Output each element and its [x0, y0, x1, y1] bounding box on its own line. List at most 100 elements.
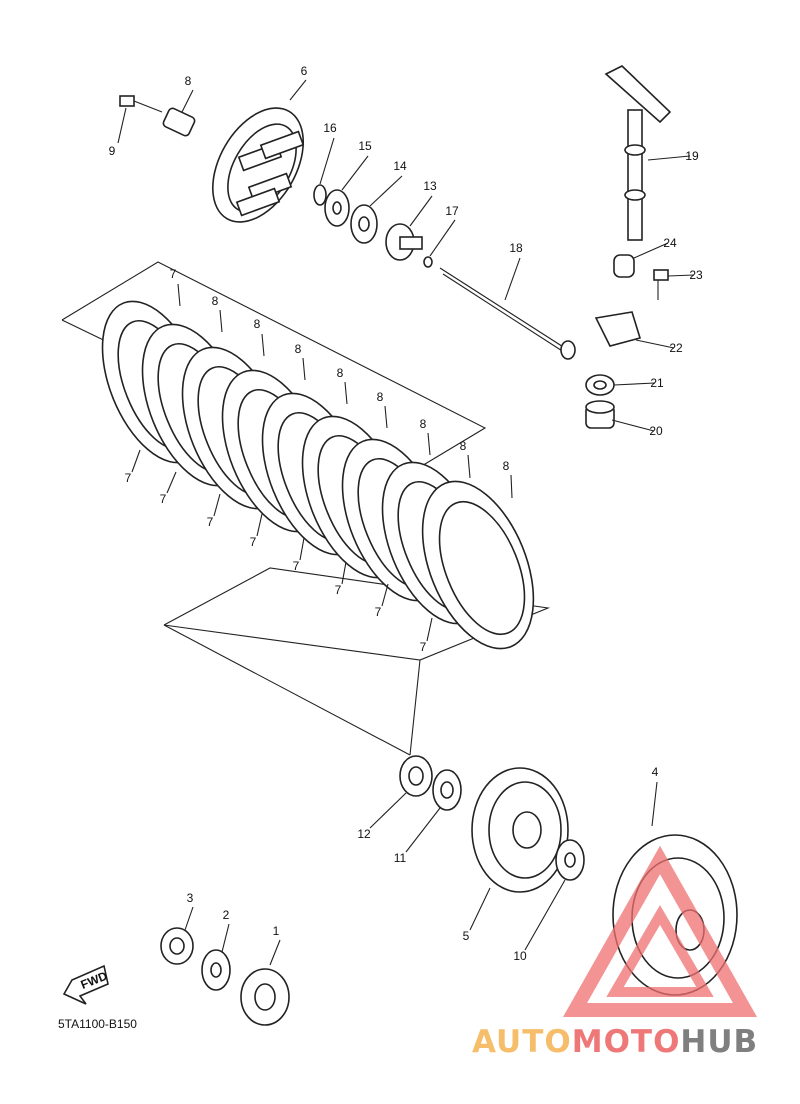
callout-5: 5: [463, 929, 470, 943]
nut-13: [399, 755, 433, 797]
leader-line: [289, 79, 307, 101]
watermark-text: AUTOMOTOHUB: [472, 1024, 758, 1060]
leader-line: [635, 339, 675, 349]
push-rod-14: [385, 223, 433, 268]
callout-7: 7: [335, 583, 342, 597]
leader-line: [302, 357, 306, 381]
leader-line: [319, 137, 335, 185]
plate-23: [594, 311, 642, 347]
spring-9: [162, 107, 196, 137]
leader-line: [427, 432, 431, 456]
push-lever-shaft: [604, 65, 672, 241]
assembly-frame: [61, 261, 551, 756]
bearing-21: [585, 400, 615, 429]
callout-6: 6: [301, 64, 308, 78]
leader-line: [426, 617, 433, 642]
leader-line: [261, 333, 265, 357]
fwd-arrow-icon: FWD: [62, 964, 110, 1005]
callout-labels: 1234567777777778888888889101112131415161…: [109, 64, 703, 963]
clutch-plate-stack: [101, 300, 535, 650]
leader-line: [429, 219, 456, 257]
callout-7: 7: [250, 535, 257, 549]
callout-11: 11: [394, 851, 407, 865]
watermark-triangle-icon: [562, 845, 758, 1017]
callout-8: 8: [185, 74, 192, 88]
callout-1: 1: [273, 924, 280, 938]
bolt-24: [653, 269, 669, 300]
leader-line: [647, 155, 691, 161]
callout-21: 21: [650, 376, 664, 390]
pressure-plate: [211, 107, 305, 223]
leader-line: [166, 471, 177, 494]
leader-line: [409, 195, 433, 227]
leader-line: [341, 561, 347, 585]
callout-9: 9: [109, 144, 116, 158]
leader-lines: [117, 79, 695, 966]
callout-13: 13: [423, 179, 437, 193]
callout-7: 7: [207, 515, 214, 529]
leader-line: [299, 537, 305, 561]
callout-8: 8: [337, 366, 344, 380]
callout-7: 7: [125, 471, 132, 485]
callout-7: 7: [293, 559, 300, 573]
callout-14: 14: [393, 159, 407, 173]
lock-washer-12: [432, 769, 462, 811]
spring-25: [613, 254, 635, 278]
oil-seal-22: [585, 374, 615, 396]
clutch-boss-5: [471, 767, 569, 893]
leader-line: [131, 449, 141, 473]
callout-19: 19: [685, 149, 699, 163]
callout-8: 8: [420, 417, 427, 431]
leader-line: [405, 807, 441, 853]
callout-8: 8: [377, 390, 384, 404]
callout-17: 17: [445, 204, 459, 218]
callout-2: 2: [223, 908, 230, 922]
callout-16: 16: [323, 121, 337, 135]
diagram-code: 5TA1100-B150: [58, 1017, 137, 1031]
callout-15: 15: [358, 139, 372, 153]
nut-3: [160, 927, 194, 965]
callout-8: 8: [460, 439, 467, 453]
plate-9: [421, 480, 535, 650]
callout-7: 7: [420, 640, 427, 654]
leader-line: [613, 382, 656, 386]
leader-line: [213, 493, 221, 517]
leader-line: [633, 242, 669, 259]
leader-line: [344, 381, 348, 405]
leader-line: [467, 454, 471, 479]
push-rod-19: [439, 267, 576, 360]
leader-line: [384, 405, 388, 429]
callout-7: 7: [170, 267, 177, 281]
leader-line: [381, 583, 389, 607]
leader-line: [341, 155, 369, 191]
bolt-10: [119, 95, 163, 113]
leader-line: [469, 887, 491, 931]
leader-line: [651, 781, 658, 827]
leader-line: [221, 923, 230, 953]
callout-23: 23: [689, 268, 703, 282]
callout-7: 7: [160, 492, 167, 506]
callout-8: 8: [212, 294, 219, 308]
leader-line: [117, 107, 127, 144]
leader-line: [184, 906, 194, 931]
callout-8: 8: [295, 342, 302, 356]
callout-12: 12: [357, 827, 371, 841]
callout-8: 8: [254, 317, 261, 331]
washer-2: [201, 949, 231, 991]
leader-line: [219, 309, 223, 333]
leader-line: [369, 792, 407, 829]
callout-22: 22: [669, 341, 683, 355]
watermark-hub: HUB: [680, 1024, 758, 1060]
callout-20: 20: [649, 424, 663, 438]
leader-line: [510, 474, 513, 499]
leader-line: [369, 175, 403, 207]
leader-line: [667, 274, 695, 277]
watermark-auto: AUTO: [472, 1024, 572, 1060]
callout-10: 10: [513, 949, 527, 963]
callout-4: 4: [652, 765, 659, 779]
leader-line: [611, 419, 655, 432]
leader-line: [256, 513, 263, 537]
leader-line: [181, 89, 194, 113]
thrust-washer-11: [555, 839, 585, 881]
